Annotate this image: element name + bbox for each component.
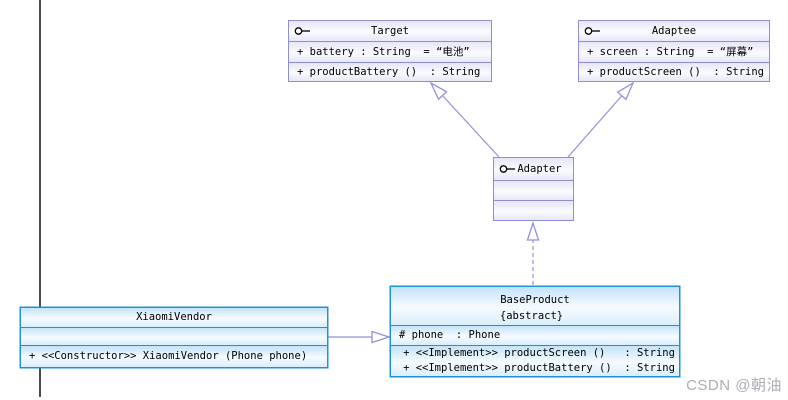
- class-box-adaptee[interactable]: Adaptee + screen : String = “屏幕” + produ…: [578, 20, 770, 82]
- xiaomivendor-attributes-empty: [21, 327, 327, 345]
- csdn-watermark: CSDN @朝油: [686, 377, 782, 394]
- abstract-modifier: {abstract}: [499, 309, 564, 322]
- class-name: Adapter: [517, 162, 562, 175]
- target-method: + productBattery () : String: [289, 62, 491, 81]
- class-box-target[interactable]: Target + battery : String = “电池” + produ…: [288, 20, 492, 82]
- class-name: Adaptee: [651, 24, 697, 37]
- adaptee-header: Adaptee: [579, 21, 769, 41]
- generalization-adapter-target[interactable]: [431, 83, 500, 158]
- interface-lollipop-icon: [499, 165, 515, 173]
- baseproduct-attribute: # phone : Phone: [391, 325, 679, 345]
- generalization-adapter-adaptee[interactable]: [567, 83, 633, 158]
- class-box-adapter[interactable]: Adapter: [493, 157, 574, 221]
- xiaomivendor-method: + <<Constructor>> XiaomiVendor (Phone ph…: [21, 345, 327, 367]
- adaptee-attribute: + screen : String = “屏幕”: [579, 41, 769, 62]
- adapter-header: Adapter: [494, 158, 573, 180]
- target-header: Target: [289, 21, 491, 41]
- baseproduct-method: + <<Implement>> productScreen () : Strin…: [403, 347, 675, 359]
- class-box-xiaomivendor[interactable]: XiaomiVendor + <<Constructor>> XiaomiVen…: [20, 307, 328, 368]
- adaptee-method: + productScreen () : String: [579, 62, 769, 81]
- class-name: BaseProduct: [500, 293, 570, 306]
- adapter-attributes-empty: [494, 180, 573, 200]
- interface-lollipop-icon: [584, 27, 600, 35]
- xiaomivendor-header: XiaomiVendor: [21, 308, 327, 327]
- vertical-guide-line: [39, 0, 41, 397]
- adapter-methods-empty: [494, 200, 573, 220]
- target-attribute: + battery : String = “电池”: [289, 41, 491, 62]
- baseproduct-header: BaseProduct {abstract}: [391, 287, 679, 325]
- baseproduct-methods: + <<Implement>> productScreen () : Strin…: [391, 345, 679, 376]
- class-name: Target: [371, 24, 409, 37]
- class-name: XiaomiVendor: [136, 311, 212, 324]
- class-box-baseproduct[interactable]: BaseProduct {abstract} # phone : Phone +…: [390, 286, 680, 377]
- baseproduct-method: + <<Implement>> productBattery () : Stri…: [403, 362, 675, 374]
- interface-lollipop-icon: [294, 27, 310, 35]
